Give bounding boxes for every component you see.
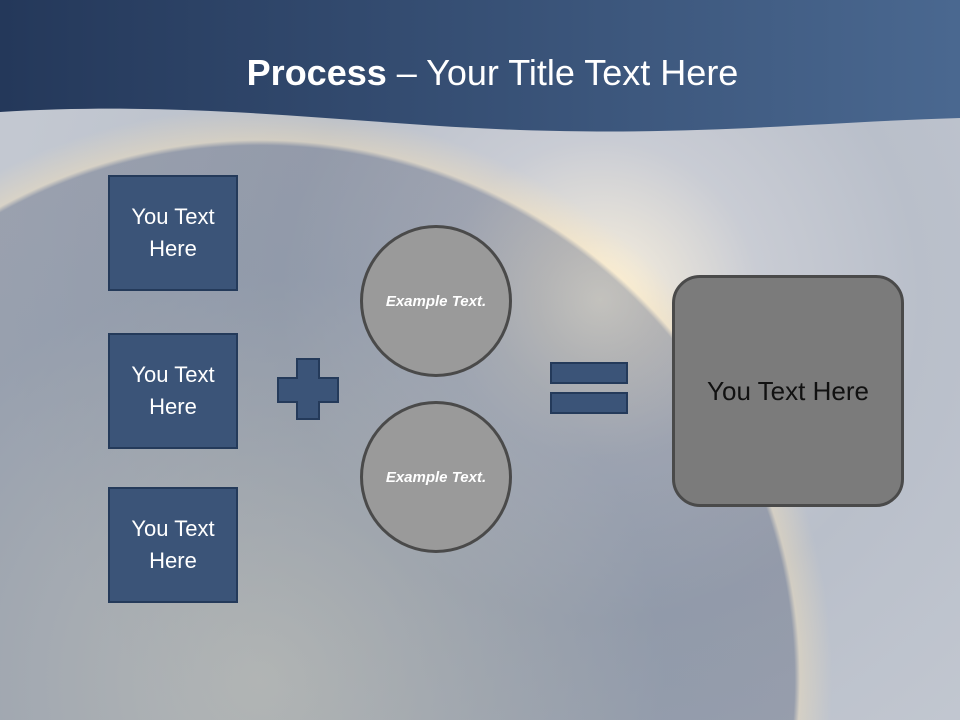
header-banner bbox=[0, 0, 960, 132]
title-bold: Process bbox=[246, 52, 387, 93]
title-rest: – Your Title Text Here bbox=[386, 52, 739, 93]
text-box-3: You Text Here bbox=[108, 487, 238, 603]
slide-title: Process – Your Title Text Here bbox=[0, 52, 960, 94]
example-circle-2: Example Text. bbox=[360, 401, 512, 553]
result-box: You Text Here bbox=[672, 275, 904, 507]
example-circle-1: Example Text. bbox=[360, 225, 512, 377]
text-box-1: You Text Here bbox=[108, 175, 238, 291]
text-box-2: You Text Here bbox=[108, 333, 238, 449]
